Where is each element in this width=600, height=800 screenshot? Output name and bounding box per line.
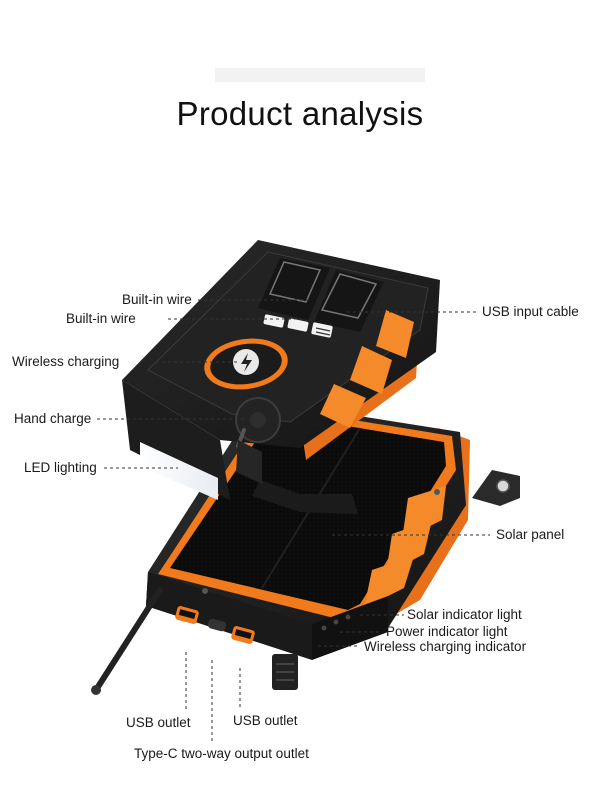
upper-grip-1 [376,310,414,358]
upper-unit [122,240,440,514]
indicator-dot-3 [345,614,351,620]
label-built-in-wire-2: Built-in wire [66,311,136,326]
label-hand-charge: Hand charge [14,411,92,426]
label-usb-outlet-1: USB outlet [126,715,191,730]
upper-corner-block [236,440,262,484]
cable-channel-2 [314,270,384,332]
strap [472,470,520,506]
side-hook [93,587,163,693]
lower-side-face [312,596,388,660]
label-led-lighting: LED lighting [24,460,97,475]
cable-channel-1 [258,258,330,320]
label-type-c-outlet: Type-C two-way output outlet [134,746,309,761]
label-usb-input-cable: USB input cable [482,304,579,319]
label-solar-panel: Solar panel [496,527,565,542]
label-wireless-charging-indicator: Wireless charging indicator [364,639,527,654]
lower-grip-2 [386,520,432,574]
label-built-in-wire-1: Built-in wire [122,292,192,307]
upper-front-face [122,380,230,500]
label-power-indicator-light: Power indicator light [386,624,508,639]
label-wireless-charging: Wireless charging [12,354,120,369]
lower-unit [91,400,520,695]
lower-grip-3 [364,556,414,608]
upper-handle [252,480,358,514]
connector-1 [263,314,285,328]
lower-front-face [146,572,312,660]
page-title: Product analysis [176,95,424,132]
lower-grip-1 [402,486,446,540]
type-c-port [207,618,227,632]
indicator-dot-2 [333,619,339,625]
connector-2 [287,318,309,332]
indicator-dot-1 [321,625,327,631]
leader-lines [97,299,490,742]
led-light-window [140,442,218,500]
label-solar-indicator-light: Solar indicator light [407,607,522,622]
upper-grip-3 [320,384,366,428]
label-usb-outlet-2: USB outlet [233,713,298,728]
header-shadow [215,68,425,82]
upper-grip-2 [350,346,392,394]
